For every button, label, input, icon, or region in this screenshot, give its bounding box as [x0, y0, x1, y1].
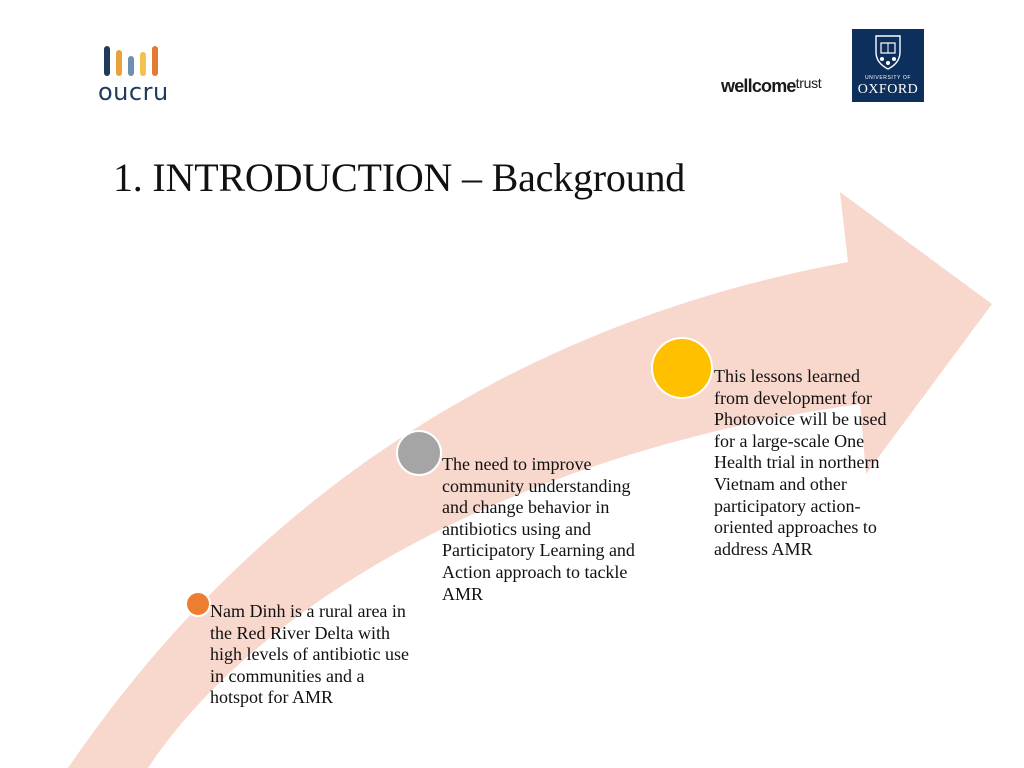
oucru-bar [116, 50, 122, 76]
oxford-logo: UNIVERSITY OF OXFORD [852, 29, 924, 102]
oucru-bar [152, 46, 158, 76]
step-3-text: This lessons learned from development fo… [714, 366, 887, 559]
oucru-logo-text: oucru [98, 78, 169, 106]
oucru-logo: oucru [98, 44, 178, 108]
oxford-crest-icon [875, 35, 901, 70]
step-2-marker [396, 430, 442, 476]
step-2-text: The need to improve community understand… [442, 454, 635, 604]
oucru-bar [128, 56, 134, 76]
step-1-text: Nam Dinh is a rural area in the Red Rive… [210, 601, 409, 708]
wellcome-logo-bold: wellcome [721, 76, 796, 96]
wellcome-logo-light: trust [795, 75, 822, 91]
oucru-bars-mark [104, 44, 166, 76]
oxford-logo-big-text: OXFORD [857, 82, 919, 97]
step-1-marker [185, 591, 211, 617]
page-title: 1. INTRODUCTION – Background [113, 155, 686, 200]
step-3-marker [651, 337, 713, 399]
arrow-shape [68, 192, 992, 768]
oxford-logo-small-text: UNIVERSITY OF [864, 75, 912, 81]
oucru-bar [140, 52, 146, 76]
wellcome-trust-logo: wellcometrust [721, 75, 822, 97]
oucru-bar [104, 46, 110, 76]
